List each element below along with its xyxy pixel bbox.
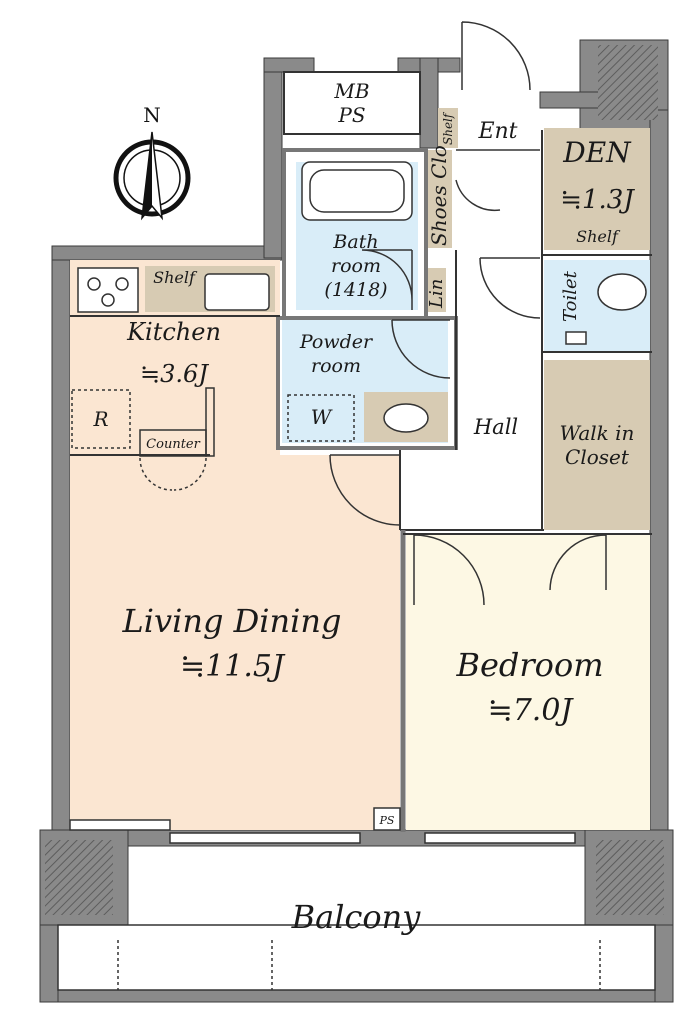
mbps-label-1: MB [333,79,369,103]
living-dining-area: ≒11.5J [180,649,286,684]
washer-label: W [311,405,333,429]
entrance-shelf-label: Shelf [441,111,455,145]
toilet-label: Toilet [560,270,581,322]
washing-machine [287,394,355,442]
interior-walls [70,71,652,832]
bathtub [301,161,413,221]
linen-floor [424,268,446,312]
toilet-bowl [597,273,647,311]
window-bedroom [424,832,576,844]
den-shelf-label: Shelf [576,227,621,246]
ps-box [373,807,401,831]
balcony-railing [57,924,656,991]
entrance-shelf [438,108,458,148]
ps-label: PS [379,814,395,827]
window-living [169,832,361,844]
column-hatching [45,45,664,915]
room-labels: MB PS Shelf Ent DEN ≒1.3J Shelf Shoes Cl… [92,79,635,936]
floors [70,108,650,830]
north-label: N [143,103,161,127]
bath-label-1: Bath [332,231,378,253]
closet-label-1: Walk in [560,421,635,445]
bedroom-area: ≒7.0J [488,693,575,728]
powder-label-1: Powder [299,331,374,353]
bedroom-label: Bedroom [455,646,603,684]
den-area: ≒1.3J [560,185,635,215]
linen-label: Lin [426,279,447,309]
kitchen-label: Kitchen [126,318,221,346]
kitchen-area: ≒3.6J [140,360,209,388]
washbasin [383,403,429,433]
shoes-closet-label: Shoes Clo [427,145,451,246]
living-dining-label: Living Dining [122,602,342,640]
kitchen-shelf-label: Shelf [153,268,198,287]
compass: N [113,103,191,221]
powder-label-2: room [311,355,361,377]
fridge [71,389,131,449]
bedroom-floor [406,535,650,830]
walk-in-closet-floor [544,360,650,530]
door-swings [139,21,607,606]
entrance-label: Ent [477,119,517,144]
stove [77,267,139,313]
closet-label-2: Closet [565,445,630,469]
mbps-label-2: PS [337,103,365,127]
counter-label: Counter [146,437,200,452]
kitchen-sink [204,273,270,311]
bath-label-3: (1418) [324,279,387,301]
fixtures [57,161,656,991]
shoes-closet-floor [426,150,452,248]
hall-label: Hall [473,415,518,439]
den-floor [544,128,650,250]
living-dining-floor [70,455,400,830]
fridge-label: R [92,407,108,431]
bath-label-2: room [331,255,381,277]
balcony-label: Balcony [291,898,422,936]
den-label: DEN [562,136,632,169]
